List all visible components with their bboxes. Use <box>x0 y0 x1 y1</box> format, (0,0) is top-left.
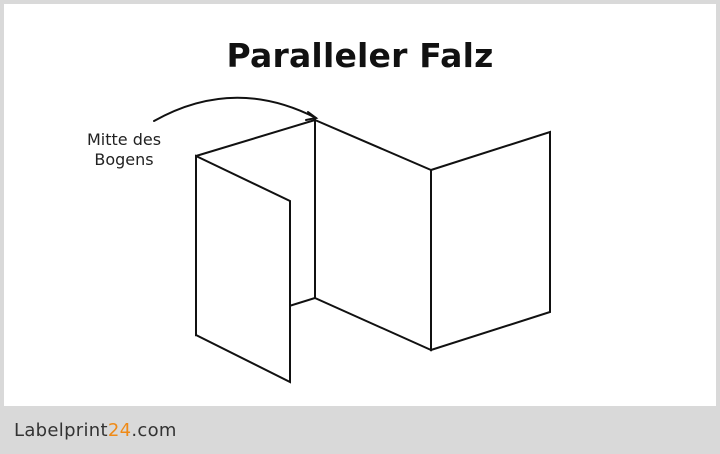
fold-panel-center <box>314 118 432 352</box>
sheet-center-label: Mitte des Bogens <box>59 130 189 170</box>
logo-part-domain: .com <box>131 420 177 441</box>
sheet-center-label-line-1: Mitte des <box>86 130 162 149</box>
sheet-center-label-line-2: Bogens <box>94 150 154 169</box>
logo-part-label: Label <box>14 420 65 441</box>
annotation-arrow <box>153 96 317 122</box>
brand-logo: Labelprint24.com <box>14 420 177 441</box>
logo-part-number: 24 <box>107 420 132 441</box>
annotation-arrow-head <box>305 111 319 121</box>
logo-part-print: print <box>64 420 108 441</box>
parallel-fold-illustration <box>153 96 551 384</box>
diagram-title: Paralleler Falz <box>226 36 494 75</box>
fold-panel-front-flap <box>195 154 291 384</box>
fold-panel-right <box>430 130 551 352</box>
footer-bar: Labelprint24.com <box>0 406 720 454</box>
